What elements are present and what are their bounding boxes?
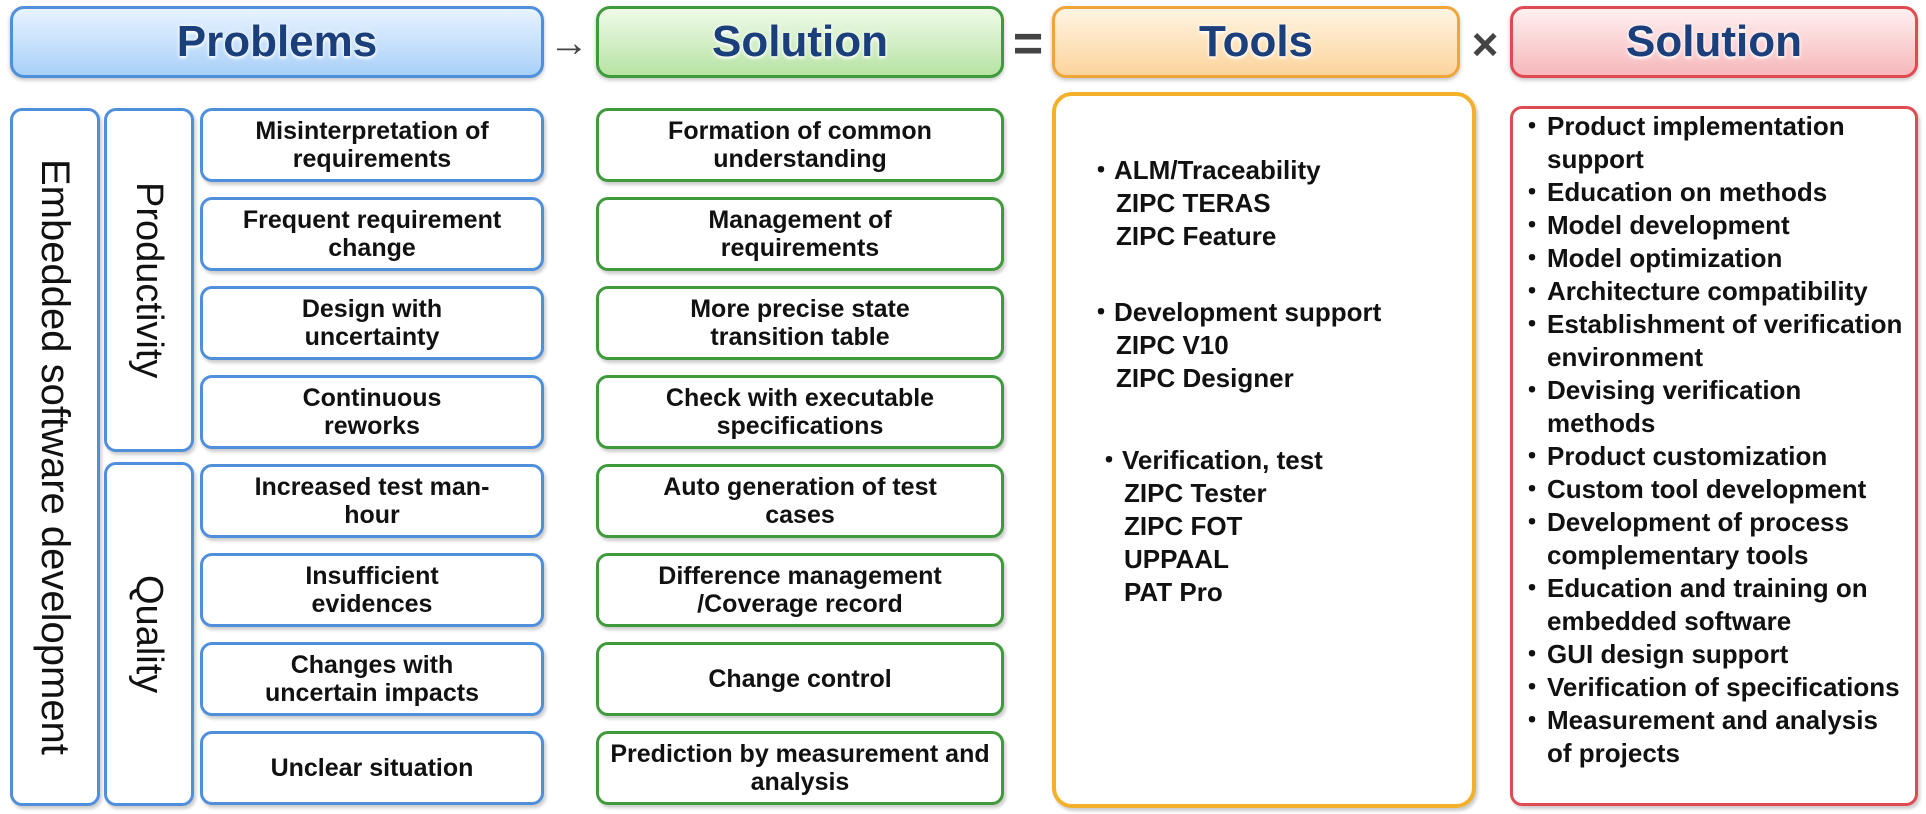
tool-item: ZIPC FOT [1124, 511, 1243, 541]
header-solution-right: Solution [1510, 6, 1918, 78]
solution-text: Management of requirements [708, 206, 892, 262]
problem-box: Design with uncertainty [200, 286, 544, 360]
solution-list-item: ・Measurement and analysis of projects [1519, 704, 1909, 770]
solution-list-text: Model optimization [1547, 243, 1783, 273]
header-problems-label: Problems [176, 17, 378, 66]
embedded-software-label-box: Embedded software development [10, 108, 100, 806]
solution-box: Change control [596, 642, 1004, 716]
solution-box: Check with executable specifications [596, 375, 1004, 449]
arrow-glyph: → [549, 20, 589, 65]
problem-box: Insufficient evidences [200, 553, 544, 627]
problem-box: Misinterpretation of requirements [200, 108, 544, 182]
solution-list-item: ・GUI design support [1519, 638, 1909, 671]
solution-list-text: Product implementation support [1547, 111, 1845, 174]
solution-list-text: Education and training on embedded softw… [1547, 573, 1868, 636]
tool-item: PAT Pro [1124, 577, 1223, 607]
arrow-right-icon: → [544, 18, 594, 68]
problem-text: Misinterpretation of requirements [255, 117, 489, 173]
solution-text: Check with executable specifications [665, 384, 935, 440]
solution-list-text: Verification of specifications [1547, 672, 1900, 702]
tool-item: ZIPC Tester [1124, 478, 1267, 508]
problem-text: Design with uncertainty [301, 295, 443, 351]
solution-list-item: ・Education on methods [1519, 176, 1909, 209]
problem-text: Insufficient evidences [305, 562, 439, 618]
solution-list-text: Custom tool development [1547, 474, 1867, 504]
header-problems: Problems [10, 6, 544, 78]
solution-list-text: Development of process complementary too… [1547, 507, 1849, 570]
solution-list-item: ・Development of process complementary to… [1519, 506, 1909, 572]
solution-list-item: ・Model optimization [1519, 242, 1909, 275]
solution-list-item: ・Product customization [1519, 440, 1909, 473]
solution-box: Formation of common understanding [596, 108, 1004, 182]
solution-list-item: ・Education and training on embedded soft… [1519, 572, 1909, 638]
problem-text: Increased test man-hour [254, 473, 490, 529]
productivity-label: Productivity [128, 181, 170, 379]
quality-label-box: Quality [104, 462, 194, 806]
equals-icon: = [1006, 14, 1050, 74]
tool-group-development: ・Development support ZIPC V10 ZIPC Desig… [1088, 296, 1381, 395]
solution-list-item: ・Model development [1519, 209, 1909, 242]
problem-text: Changes with uncertain impacts [265, 651, 479, 707]
times-icon: × [1462, 14, 1508, 74]
productivity-label-box: Productivity [104, 108, 194, 452]
solution-box: Difference management /Coverage record [596, 553, 1004, 627]
solution-list-item: ・Custom tool development [1519, 473, 1909, 506]
header-solution-left: Solution [596, 6, 1004, 78]
solution-list-text: Model development [1547, 210, 1790, 240]
tool-group-title: ・ALM/Traceability [1088, 155, 1321, 185]
header-solution-right-label: Solution [1626, 17, 1802, 66]
solution-list-text: Architecture compatibility [1547, 276, 1868, 306]
tool-item: ZIPC V10 [1116, 330, 1229, 360]
solution-list-item: ・Verification of specifications [1519, 671, 1909, 704]
solution-list-panel: ・Product implementation support ・Educati… [1510, 106, 1918, 806]
solution-text: Formation of common understanding [668, 117, 932, 173]
embedded-software-label: Embedded software development [33, 159, 77, 755]
solution-box: Auto generation of test cases [596, 464, 1004, 538]
solution-box: More precise state transition table [596, 286, 1004, 360]
equals-glyph: = [1012, 15, 1044, 73]
solution-text: More precise state transition table [690, 295, 910, 351]
solution-list-item: ・Product implementation support [1519, 110, 1909, 176]
header-tools-label: Tools [1198, 17, 1314, 66]
solution-text: Prediction by measurement and analysis [610, 740, 990, 796]
tool-group-verification: ・Verification, test ZIPC Tester ZIPC FOT… [1096, 444, 1323, 609]
problem-box: Continuous reworks [200, 375, 544, 449]
quality-label: Quality [128, 574, 170, 694]
problem-box: Changes with uncertain impacts [200, 642, 544, 716]
solution-list-text: GUI design support [1547, 639, 1789, 669]
solution-box: Prediction by measurement and analysis [596, 731, 1004, 805]
solution-list-text: Education on methods [1547, 177, 1828, 207]
problem-box: Frequent requirement change [200, 197, 544, 271]
times-glyph: × [1471, 18, 1499, 70]
solution-list-text: Devising verification methods [1547, 375, 1802, 438]
problem-box: Unclear situation [200, 731, 544, 805]
tool-item: ZIPC Designer [1116, 363, 1294, 393]
solution-list-text: Measurement and analysis of projects [1547, 705, 1878, 768]
tools-panel: ・ALM/Traceability ZIPC TERAS ZIPC Featur… [1052, 92, 1476, 808]
solution-list-text: Establishment of verification environmen… [1547, 309, 1903, 372]
tool-group-alm: ・ALM/Traceability ZIPC TERAS ZIPC Featur… [1088, 154, 1321, 253]
solution-text: Auto generation of test cases [663, 473, 937, 529]
tool-group-title: ・Development support [1088, 297, 1382, 327]
header-solution-left-label: Solution [712, 17, 888, 66]
header-tools: Tools [1052, 6, 1460, 78]
problem-text: Unclear situation [270, 754, 474, 782]
problem-text: Frequent requirement change [242, 206, 502, 262]
solution-list-item: ・Architecture compatibility [1519, 275, 1909, 308]
tool-item: ZIPC TERAS [1116, 188, 1271, 218]
solution-list-item: ・Establishment of verification environme… [1519, 308, 1909, 374]
tool-group-title: ・Verification, test [1096, 445, 1323, 475]
solution-text: Change control [708, 665, 892, 693]
tool-item: ZIPC Feature [1116, 221, 1277, 251]
problem-text: Continuous reworks [302, 384, 442, 440]
solution-list-item: ・Devising verification methods [1519, 374, 1909, 440]
solution-list-text: Product customization [1547, 441, 1828, 471]
tool-item: UPPAAL [1124, 544, 1229, 574]
problem-box: Increased test man-hour [200, 464, 544, 538]
solution-text: Difference management /Coverage record [658, 562, 942, 618]
solution-box: Management of requirements [596, 197, 1004, 271]
